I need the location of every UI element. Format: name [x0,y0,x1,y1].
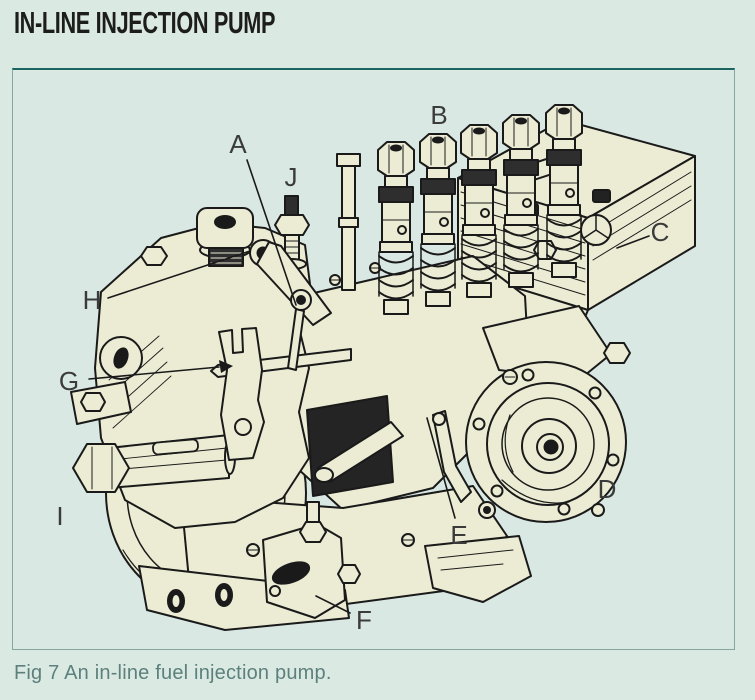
drive-shaft [72,434,236,493]
part-label-a: A [229,129,247,159]
leader-line-c [616,235,650,249]
mounting-feet [138,535,532,631]
pump-illustration [70,104,696,631]
leader-line-e [426,417,456,519]
part-label-g: G [58,366,80,396]
figure-caption: Fig 7 An in-line fuel injection pump. [14,662,332,684]
leader-line-g [88,366,220,380]
part-label-f: F [356,605,372,635]
leader-arrow-g [219,360,233,373]
mounting-bracket [262,501,361,619]
part-label-e: E [450,520,468,550]
part-label-d: D [597,474,617,504]
leader-lines [88,159,650,614]
part-label-h: H [82,285,102,315]
part-label-b: B [430,100,448,130]
control-rod-linkage [210,239,352,461]
part-label-j: J [284,162,298,192]
part-label-i: I [56,501,64,531]
governor-fork-lever [432,410,472,503]
side-block [70,381,132,425]
lifter-rod [336,153,361,291]
leader-line-f [315,595,351,614]
leader-line-h [107,250,251,299]
part-label-c: C [650,217,670,247]
figure-panel: A B C D E F G H I J [12,68,735,650]
governor-housing [465,305,631,523]
leader-line-a [246,159,297,306]
page-title: IN-LINE INJECTION PUMP [14,5,276,40]
